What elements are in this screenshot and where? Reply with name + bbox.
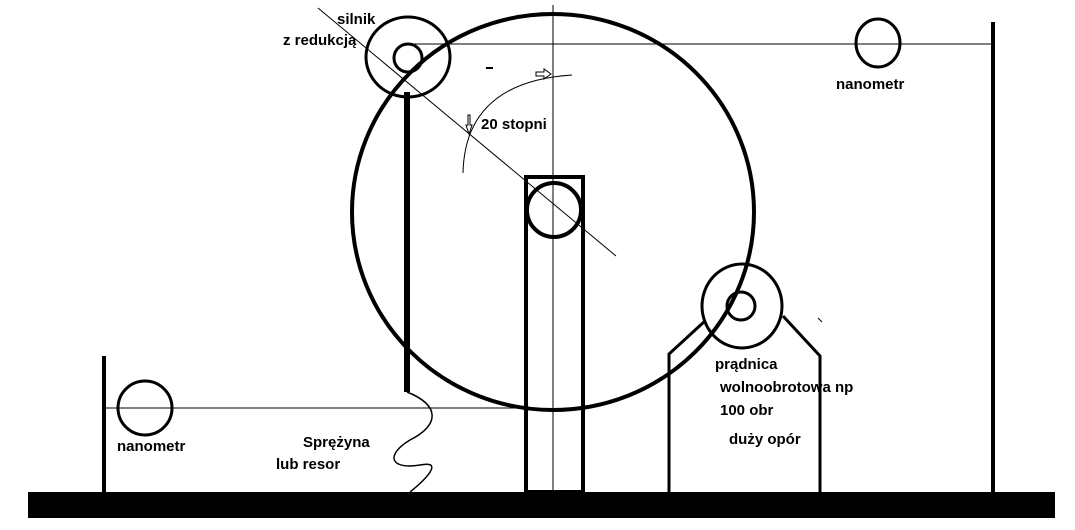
right-gauge-label: nanometr [836, 76, 905, 93]
diagonal-angle-line [317, 7, 617, 257]
motor-reduction-label: z redukcją [283, 32, 357, 49]
motor-inner-circle [392, 42, 424, 74]
right-gauge-circle [854, 17, 902, 69]
generator-outer-circle [700, 262, 784, 350]
spring [393, 391, 433, 493]
rotation-arc [462, 74, 573, 174]
spring-label: Sprężyna [303, 434, 370, 451]
generator-housing-left [667, 319, 707, 492]
motor-outer-circle [364, 15, 452, 99]
generator-speed-label: 100 obr [720, 402, 774, 419]
generator-inner-circle [725, 290, 757, 322]
left-gauge-circle [116, 379, 174, 437]
angle-label: 20 stopni [481, 116, 547, 133]
generator-type-label: wolnoobrotowa np [720, 379, 854, 396]
central-pillar [524, 175, 585, 494]
arrow-right-icon [535, 68, 552, 80]
arrow-down-icon [465, 114, 473, 136]
motor-label: silnik [337, 11, 376, 28]
spring-alt-label: lub resor [276, 456, 341, 473]
large-wheel [350, 12, 756, 412]
generator-label: prądnica [715, 356, 778, 373]
left-gauge-label: nanometr [117, 438, 186, 455]
tick-mark [817, 317, 823, 323]
ground-base [28, 492, 1055, 518]
generator-resistance-label: duży opór [729, 431, 801, 448]
generator-housing-right [781, 314, 822, 492]
wheel-axle [525, 181, 583, 239]
